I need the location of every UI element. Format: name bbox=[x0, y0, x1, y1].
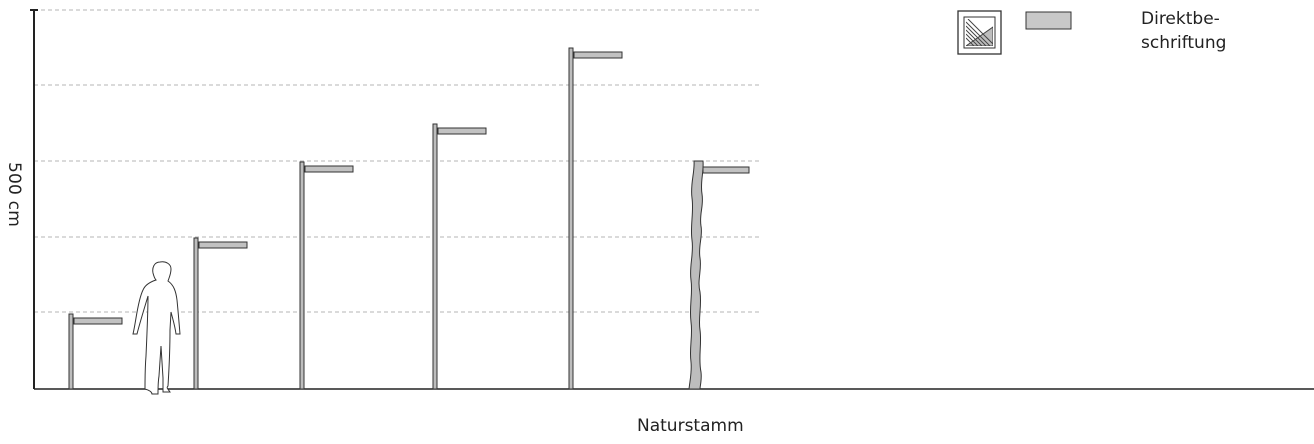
signpost-sign bbox=[437, 127, 487, 135]
signpost-5 bbox=[568, 47, 623, 390]
legend-label-line2: schriftung bbox=[1141, 33, 1227, 53]
signpost-sign bbox=[304, 165, 354, 173]
signpost-4 bbox=[432, 123, 487, 390]
signpost-3 bbox=[299, 161, 354, 390]
person-silhouette bbox=[132, 261, 181, 395]
signpost-2 bbox=[193, 237, 248, 390]
y-axis-label: 500 cm bbox=[4, 162, 24, 227]
signpost-pole bbox=[193, 237, 199, 390]
height-gridlines bbox=[34, 9, 760, 313]
signpost-pole bbox=[299, 161, 305, 390]
signpost-1 bbox=[68, 313, 123, 390]
legend-label: Direktbe- schriftung bbox=[1141, 7, 1226, 55]
signpost-pole bbox=[68, 313, 74, 390]
x-axis-label: Naturstamm bbox=[637, 416, 744, 436]
natural-trunk bbox=[688, 160, 704, 390]
natural-trunk-signpost bbox=[688, 160, 750, 390]
signpost-pole bbox=[568, 47, 574, 390]
image-placeholder-icon bbox=[957, 10, 1002, 55]
legend-label-line1: Direktbe- bbox=[1141, 9, 1220, 29]
signpost-sign bbox=[702, 166, 750, 174]
legend-swatch bbox=[1025, 11, 1072, 30]
signpost-sign bbox=[573, 51, 623, 59]
signpost-sign bbox=[73, 317, 123, 325]
signpost-sign bbox=[198, 241, 248, 249]
signpost-pole bbox=[432, 123, 438, 390]
